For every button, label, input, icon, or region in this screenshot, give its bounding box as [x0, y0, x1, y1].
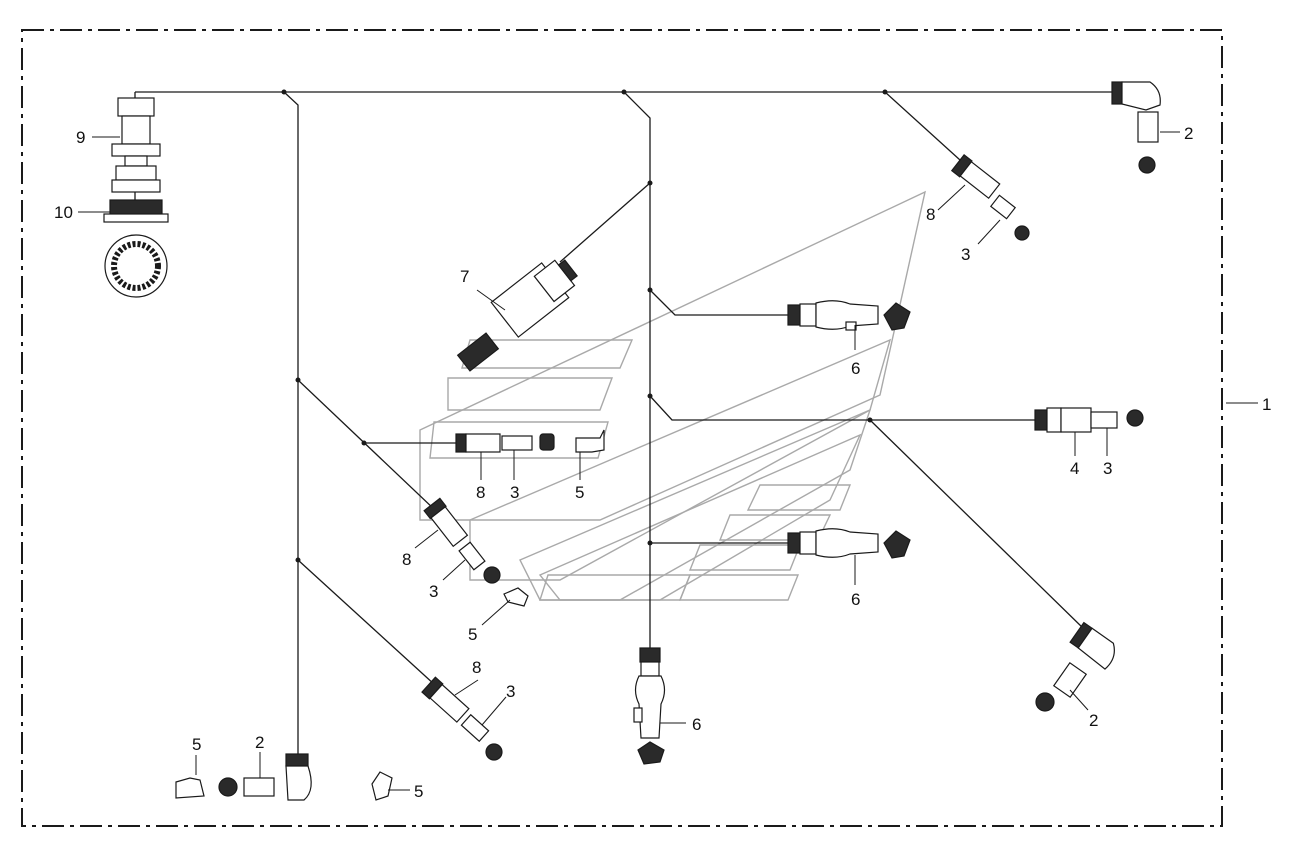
- callout-8-middle-left: 8: [402, 550, 411, 569]
- callout-2-bottom-left: 2: [255, 733, 264, 752]
- callout-3-lower: 3: [506, 682, 515, 701]
- callout-2-right-lower: 2: [1089, 711, 1098, 730]
- sensor-6-top: [787, 300, 911, 331]
- sensor-6-bottom: [633, 647, 666, 765]
- callout-8-left: 8: [476, 483, 485, 502]
- connector-8-lower: [421, 676, 503, 761]
- connector-8-top-right: [950, 154, 1030, 241]
- callout-5-bottom: 5: [414, 782, 423, 801]
- callout-3-left: 3: [510, 483, 519, 502]
- callout-6-bottom: 6: [692, 715, 701, 734]
- callout-7: 7: [460, 267, 469, 286]
- callout-2-top-right: 2: [1184, 124, 1193, 143]
- callout-6-top: 6: [851, 359, 860, 378]
- callout-5-bottom-left: 5: [192, 735, 201, 754]
- bottom-left-group: [175, 753, 312, 801]
- junction-dots: [281, 89, 888, 563]
- callout-4: 4: [1070, 459, 1079, 478]
- callout-3-right: 3: [1103, 459, 1112, 478]
- elbow-plug-right-lower: [1035, 621, 1115, 712]
- module-7: [456, 259, 578, 372]
- callout-8-lower: 8: [472, 658, 481, 677]
- sensor-6-middle: [787, 528, 911, 559]
- elbow-plug-top-right: [1111, 81, 1161, 174]
- connector-8-middle-left: [423, 497, 529, 607]
- leader-lines: [78, 131, 1258, 791]
- main-connector-9: [111, 97, 161, 193]
- callout-8-top-right: 8: [926, 205, 935, 224]
- callout-1: 1: [1262, 395, 1271, 414]
- callout-3-middle-left: 3: [429, 582, 438, 601]
- callout-9: 9: [76, 128, 85, 147]
- callout-labels: 1 2 2 2 3 3 3 3 3 4 5 5 5 5 6 6 6 7 8 8 …: [54, 124, 1271, 801]
- clip-5-bottom: [371, 771, 393, 801]
- cable-gland-10: [103, 199, 169, 298]
- callout-3-top-right: 3: [961, 245, 970, 264]
- connector-4: [1034, 407, 1144, 433]
- watermark-logo: [419, 190, 926, 601]
- callout-6-middle: 6: [851, 590, 860, 609]
- connector-8-left: [455, 429, 605, 453]
- callout-5-middle-left: 5: [468, 625, 477, 644]
- harness-frame: [21, 29, 1223, 827]
- callout-5-left: 5: [575, 483, 584, 502]
- wiring: [134, 91, 1120, 771]
- callout-10: 10: [54, 203, 73, 222]
